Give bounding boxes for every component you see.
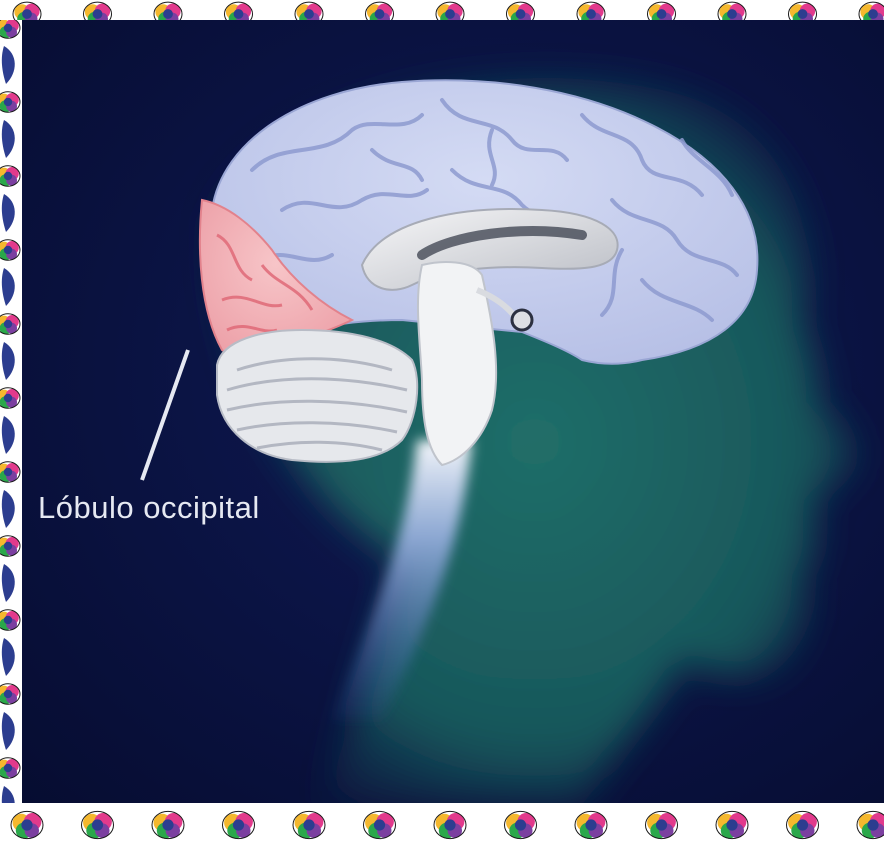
- brain-tile-icon: [0, 684, 20, 704]
- pituitary: [512, 310, 532, 330]
- brain-tile-icon: [364, 811, 396, 838]
- tile-leaf-icon: [2, 638, 15, 676]
- brain-tile-icon: [82, 811, 114, 838]
- brain-tile-icon: [152, 811, 184, 838]
- brain-tile-icon: [716, 811, 748, 838]
- brain-tile-icon: [648, 2, 676, 20]
- brain-tile-icon: [13, 2, 41, 20]
- tile-leaf-icon: [2, 416, 15, 454]
- brain-tile-icon: [11, 811, 43, 838]
- brain-tile-icon: [787, 811, 819, 838]
- left-tile-border-svg: [0, 20, 22, 803]
- brain-tile-icon: [0, 388, 20, 408]
- brain-tile-icon: [0, 166, 20, 186]
- occipital-lobe-label: Lóbulo occipital: [38, 490, 260, 526]
- brain-tile-icon: [293, 811, 325, 838]
- tile-leaf-icon: [2, 342, 15, 380]
- tile-leaf-icon: [2, 46, 15, 84]
- brain-tile-icon: [507, 2, 535, 20]
- tile-leaf-icon: [2, 268, 15, 306]
- brain-tile-icon: [434, 811, 466, 838]
- brain-tile-icon: [789, 2, 817, 20]
- brain-tile-icon: [223, 811, 255, 838]
- brain-tile-icon: [718, 2, 746, 20]
- brain-tile-icon: [0, 92, 20, 112]
- brain-tile-icon: [366, 2, 394, 20]
- tile-leaf-icon: [2, 120, 15, 158]
- bottom-tile-border: [0, 803, 884, 844]
- brain-tile-icon: [0, 536, 20, 556]
- brain-tile-icon: [857, 811, 884, 838]
- bottom-tile-border-svg: [0, 803, 884, 844]
- brain-tile-icon: [575, 811, 607, 838]
- brain-illustration: Lóbulo occipital: [22, 20, 884, 803]
- brain-tile-icon: [0, 610, 20, 630]
- tile-leaf-icon: [2, 564, 15, 602]
- left-tile-border: [0, 20, 22, 803]
- brain-tile-icon: [859, 2, 884, 20]
- brain-tile-icon: [84, 2, 112, 20]
- brain-tile-icon: [0, 462, 20, 482]
- brain-tile-icon: [0, 314, 20, 334]
- brain-tile-icon: [295, 2, 323, 20]
- brain-tile-icon: [436, 2, 464, 20]
- tile-leaf-icon: [2, 490, 15, 528]
- top-tile-border-svg: [0, 0, 884, 20]
- brain-tile-icon: [577, 2, 605, 20]
- brain-illustration-svg: [22, 20, 884, 803]
- brain-tile-icon: [0, 20, 20, 38]
- brain-tile-icon: [0, 758, 20, 778]
- tile-leaf-icon: [2, 194, 15, 232]
- tile-leaf-icon: [2, 786, 15, 803]
- tile-leaf-icon: [2, 712, 15, 750]
- brain-tile-icon: [225, 2, 253, 20]
- brain-tile-icon: [646, 811, 678, 838]
- top-tile-border: [0, 0, 884, 20]
- brain-tile-icon: [0, 240, 20, 260]
- brain-tile-icon: [154, 2, 182, 20]
- brain-tile-icon: [505, 811, 537, 838]
